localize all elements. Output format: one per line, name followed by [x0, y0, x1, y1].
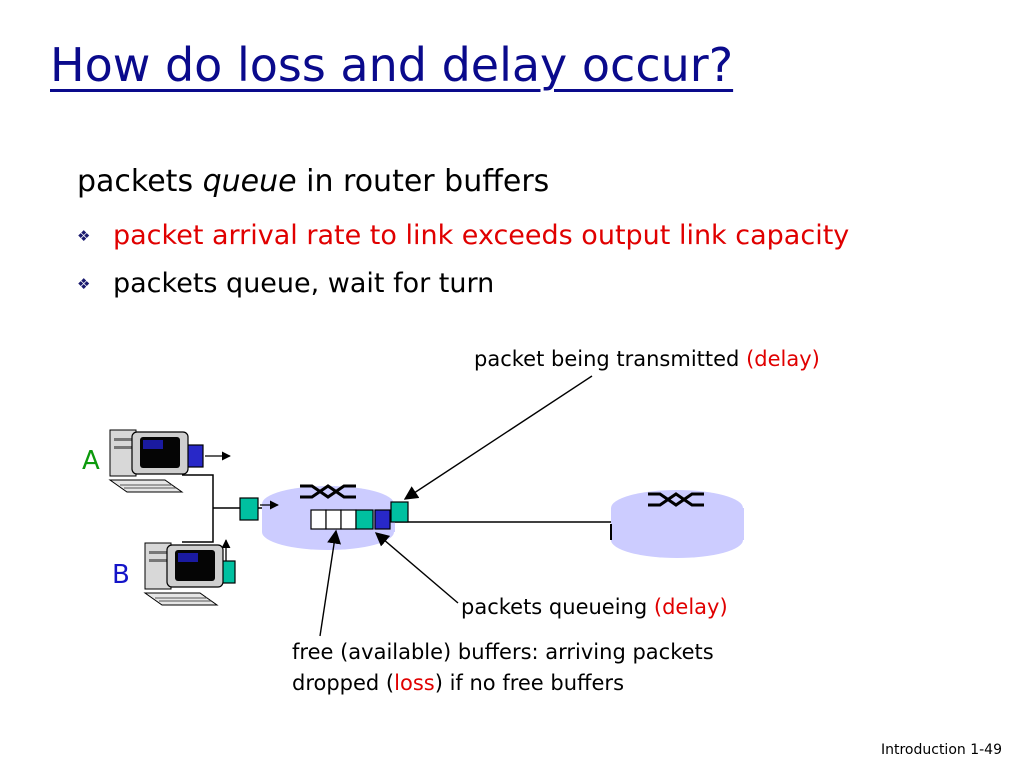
queueing-label: packets queueing (delay)	[461, 595, 728, 619]
arriving-packet	[239, 497, 259, 521]
lead-emphasis: queue	[202, 164, 297, 199]
free-buffers-label-line-1: free (available) buffers: arriving packe…	[292, 640, 714, 664]
lead-text: packets queue in router buffers	[77, 164, 549, 199]
free-buffers-label-post: ) if no free buffers	[434, 671, 625, 695]
bullet-2: ❖ packets queue, wait for turn	[77, 268, 494, 299]
free-buffers-label-pre: dropped (	[292, 671, 395, 695]
transmitted-label-text: packet being transmitted	[474, 347, 747, 371]
free-buffer-slot	[310, 509, 327, 530]
diamond-bullet-icon: ❖	[77, 274, 91, 293]
bullet-2-text: packets queue, wait for turn	[113, 268, 495, 299]
transmitted-delay-text: (delay)	[746, 347, 820, 371]
slide-title: How do loss and delay occur?	[50, 38, 734, 92]
free-buffers-callout-arrow	[319, 529, 342, 637]
host-b-computer-icon	[143, 542, 224, 606]
host-a-packet	[186, 444, 204, 468]
transmitted-label: packet being transmitted (delay)	[474, 347, 820, 371]
loss-text: loss	[394, 671, 435, 695]
queueing-label-text: packets queueing	[461, 595, 654, 619]
diamond-bullet-icon: ❖	[77, 226, 91, 245]
router-2	[610, 490, 744, 558]
bullet-1-text: packet arrival rate to link exceeds outp…	[113, 220, 850, 251]
host-a-label: A	[82, 446, 100, 476]
lead-post: in router buffers	[296, 164, 550, 199]
bullet-1: ❖ packet arrival rate to link exceeds ou…	[77, 220, 849, 251]
free-buffer-slot	[340, 509, 357, 530]
queued-packet	[355, 509, 374, 530]
host-a-computer-icon	[108, 429, 189, 493]
queueing-callout-arrow	[374, 532, 459, 604]
router-buffer-queue	[310, 509, 391, 530]
lead-pre: packets	[77, 164, 203, 199]
free-buffer-slot	[325, 509, 342, 530]
queued-packet	[374, 509, 391, 530]
transmitting-packet	[390, 501, 409, 523]
free-buffers-label-line-2: dropped (loss) if no free buffers	[292, 671, 624, 695]
queueing-delay-text: (delay)	[653, 595, 728, 619]
transmitted-callout-arrow	[403, 375, 593, 500]
slide-footer: Introduction 1-49	[880, 742, 1002, 758]
host-b-label: B	[112, 560, 130, 590]
